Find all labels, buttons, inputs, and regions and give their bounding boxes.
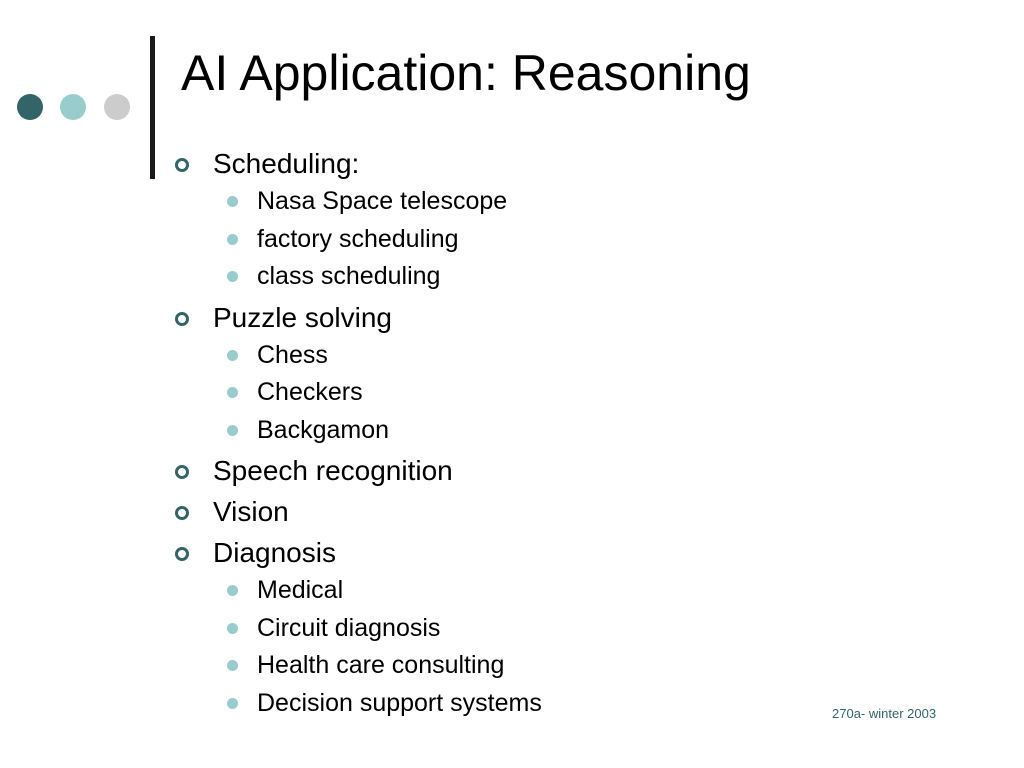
disc-bullet-icon [227, 622, 238, 634]
sub-bullet-item: Nasa Space telescope [171, 183, 791, 221]
slide-title: AI Application: Reasoning [181, 45, 751, 101]
bullet-item: Vision [171, 492, 791, 531]
bullet-item: Puzzle solving [171, 298, 791, 337]
ring-bullet-icon [175, 465, 189, 479]
sub-bullet-text: Chess [257, 340, 328, 369]
disc-bullet-icon [227, 697, 238, 709]
decorative-dot-dark [17, 94, 43, 120]
sub-bullet-text: Checkers [257, 378, 363, 406]
bullet-text: Speech recognition [213, 455, 453, 486]
bullet-item: Speech recognition [171, 451, 791, 490]
disc-bullet-icon [227, 387, 238, 398]
disc-bullet-icon [227, 271, 238, 282]
sub-bullet-item: Checkers [171, 374, 791, 412]
disc-bullet-icon [227, 233, 238, 245]
ring-bullet-icon [175, 547, 189, 561]
ring-bullet-icon [175, 506, 189, 520]
sub-bullet-text: Medical [257, 576, 344, 604]
sub-bullet-item: Circuit diagnosis [171, 610, 791, 648]
sub-bullet-item: factory scheduling [171, 221, 791, 259]
sub-bullet-item: Medical [171, 572, 791, 610]
sub-bullet-item: Health care consulting [171, 647, 791, 685]
title-divider-bar [150, 36, 155, 179]
sub-bullet-text: class scheduling [257, 262, 441, 290]
decorative-dot-gray [104, 94, 130, 120]
bullet-list: Scheduling: Nasa Space telescope factory… [171, 142, 791, 722]
sub-bullet-text: Health care consulting [257, 651, 505, 679]
slide-footer: 270a- winter 2003 [832, 706, 937, 721]
sub-bullet-item: class scheduling [171, 258, 791, 296]
bullet-text: Diagnosis [213, 537, 336, 568]
bullet-text: Scheduling: [213, 148, 360, 179]
disc-bullet-icon [227, 585, 238, 596]
disc-bullet-icon [227, 424, 238, 436]
ring-bullet-icon [175, 311, 189, 326]
sub-bullet-item: Decision support systems [171, 685, 791, 723]
bullet-text: Puzzle solving [213, 301, 392, 333]
disc-bullet-icon [227, 349, 238, 361]
disc-bullet-icon [227, 196, 238, 207]
sub-bullet-text: Decision support systems [257, 688, 542, 717]
sub-bullet-item: Chess [171, 337, 791, 375]
disc-bullet-icon [227, 660, 238, 671]
bullet-item: Scheduling: [171, 144, 791, 183]
bullet-text: Vision [213, 496, 289, 527]
sub-bullet-item: Backgamon [171, 412, 791, 450]
sub-bullet-text: Nasa Space telescope [257, 187, 508, 215]
bullet-item: Diagnosis [171, 533, 791, 572]
ring-bullet-icon [175, 158, 189, 172]
sub-bullet-text: Backgamon [257, 415, 390, 444]
sub-bullet-text: factory scheduling [257, 224, 459, 253]
decorative-dot-teal [60, 94, 86, 120]
sub-bullet-text: Circuit diagnosis [257, 613, 441, 642]
